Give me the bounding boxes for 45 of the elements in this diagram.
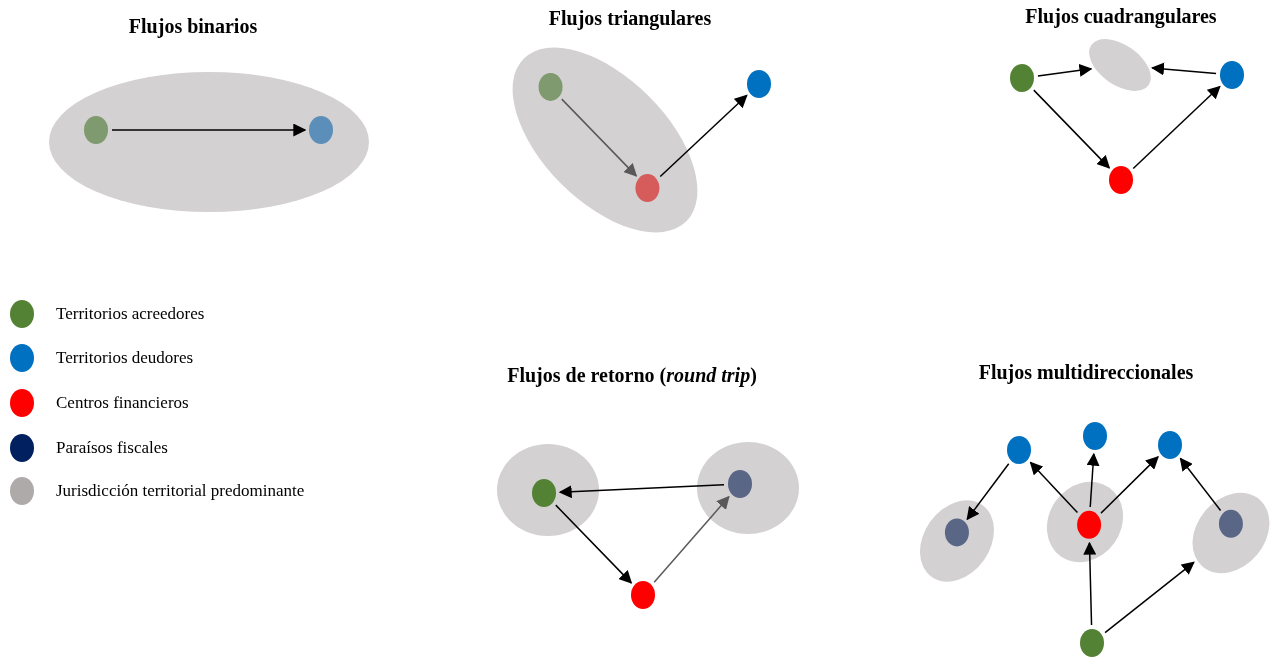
arrow — [653, 495, 730, 583]
dot — [1077, 511, 1101, 539]
arrow — [1100, 455, 1159, 514]
dot — [1010, 64, 1034, 92]
dot — [945, 519, 969, 547]
dot — [1219, 510, 1243, 538]
panel-heading: Flujos multidireccionales — [978, 361, 1194, 384]
arrow — [1037, 63, 1093, 77]
dot — [1080, 629, 1104, 657]
arrow — [966, 463, 1010, 521]
panel-heading: Flujos de retorno (round trip) — [507, 364, 757, 387]
dot — [1109, 166, 1133, 194]
dot — [309, 116, 333, 144]
arrow — [1086, 452, 1100, 508]
panel-heading: Flujos binarios — [128, 15, 258, 38]
dot — [728, 470, 752, 498]
dot — [538, 73, 562, 101]
dot — [1220, 61, 1244, 89]
arrow — [1132, 85, 1221, 170]
arrow — [659, 94, 748, 178]
dot — [1158, 431, 1182, 459]
arrow — [561, 98, 638, 177]
arrow — [1151, 62, 1217, 76]
arrow — [558, 484, 725, 499]
panel-heading: Flujos cuadrangulares — [1025, 5, 1217, 28]
legend-text: Territorios acreedores — [56, 304, 205, 324]
arrow — [1083, 541, 1097, 626]
arrow — [555, 504, 633, 584]
legend-text: Territorios deudores — [56, 348, 194, 368]
dot — [636, 174, 660, 202]
legend-text: Paraísos fiscales — [56, 438, 168, 458]
dot — [747, 70, 771, 98]
arrow — [1104, 561, 1195, 634]
arrow — [1029, 461, 1079, 514]
legend-text: Jurisdicción territorial predominante — [56, 481, 305, 501]
arrow — [111, 123, 307, 137]
arrow — [1033, 89, 1111, 169]
arrow — [1179, 457, 1222, 512]
dot — [1083, 422, 1107, 450]
dot — [532, 479, 556, 507]
dot — [84, 116, 108, 144]
dot — [631, 581, 655, 609]
legend-text: Centros financieros — [56, 393, 189, 413]
panel-heading: Flujos triangulares — [548, 7, 712, 30]
dot — [1007, 436, 1031, 464]
